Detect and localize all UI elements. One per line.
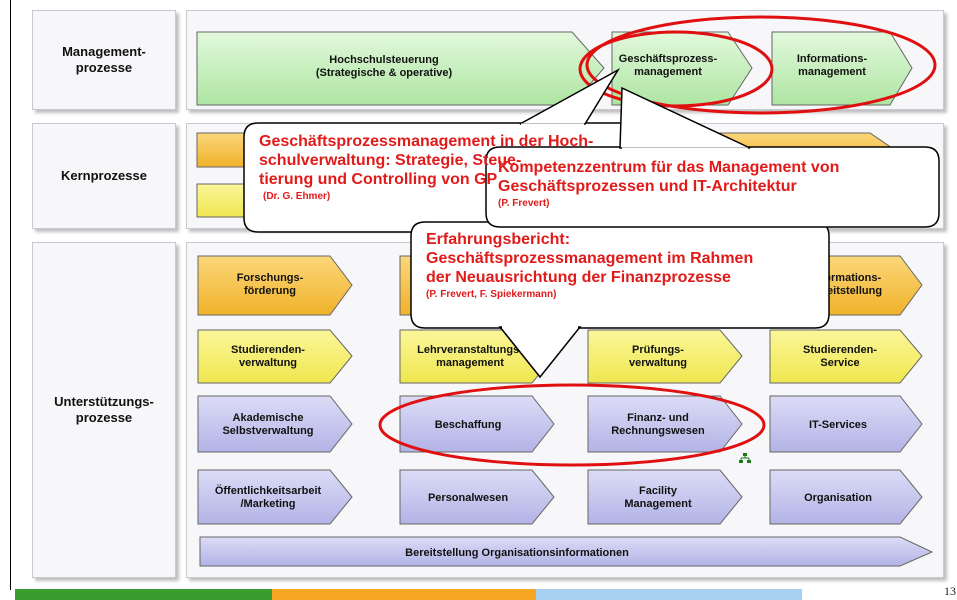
process-studierendenservice: Studierenden- Service: [769, 329, 923, 384]
callout-bericht: Erfahrungsbericht: Geschäftsprozessmanag…: [426, 230, 826, 300]
process-forschungsfoerderung: Forschungs- förderung: [197, 255, 353, 316]
bereitstellung-label: Bereitstellung Organisationsinformatione…: [405, 547, 629, 559]
process-personalwesen: Personalwesen: [399, 469, 555, 525]
callout-frevert: Kompetenzzentrum für das Management von …: [498, 158, 936, 209]
callout-ehmer-text: Geschäftsprozessmanagement in der Hoch- …: [259, 133, 594, 188]
footer-bar-orange: [272, 589, 536, 600]
callout-frevert-shape: [485, 86, 940, 228]
page-number: 13: [944, 584, 956, 598]
process-informationsmanagement: Informations- management: [771, 31, 913, 106]
process-akademische-selbstverwaltung: Akademische Selbstverwaltung: [197, 395, 353, 453]
process-geschaeftsprozessmanagement: Geschäftsprozess- management: [611, 31, 753, 106]
hochschulsteuerung-line2: (Strategische & operative): [316, 67, 453, 79]
im-line2: management: [798, 66, 866, 78]
callout-ehmer: Geschäftsprozessmanagement in der Hoch- …: [259, 132, 689, 202]
studserv-line2: Service: [820, 357, 859, 369]
lehr-line2: management: [436, 357, 504, 369]
network-icon: [739, 453, 751, 463]
studverw-line2: verwaltung: [239, 357, 297, 369]
forschung-line1: Forschungs-: [237, 272, 304, 284]
itservices-label: IT-Services: [809, 419, 867, 431]
section-label-core: Kernprozesse: [32, 123, 176, 229]
process-studierendenverwaltung: Studierenden- verwaltung: [197, 329, 353, 384]
process-hochschulsteuerung: Hochschulsteuerung (Strategische & opera…: [196, 31, 605, 106]
akad-line2: Selbstverwaltung: [222, 425, 313, 437]
process-it-services: IT-Services: [769, 395, 923, 453]
gpm-line1: Geschäftsprozess-: [619, 53, 718, 65]
highlight-ellipse-finance: [378, 383, 766, 467]
oeff-line1: Öffentlichkeitsarbeit: [215, 484, 322, 497]
beschaffung-label: Beschaffung: [435, 419, 502, 431]
callout-ehmer-author: (Dr. G. Ehmer): [263, 191, 331, 202]
process-beschaffung: Beschaffung: [399, 395, 555, 453]
callout-bericht-author: (P. Frevert, F. Spiekermann): [426, 289, 557, 300]
process-pruefungsverwaltung: Prüfungs- verwaltung: [587, 329, 743, 384]
oeff-line2: /Marketing: [240, 498, 295, 510]
akad-line1: Akademische: [233, 412, 304, 424]
footer-bar-blue: [536, 589, 802, 600]
callout-bericht-text: Erfahrungsbericht: Geschäftsprozessmanag…: [426, 231, 754, 286]
callout-frevert-text: Kompetenzzentrum für das Management von …: [498, 159, 840, 195]
facility-line2: Management: [624, 498, 692, 510]
process-oeffentlichkeitsarbeit: Öffentlichkeitsarbeit /Marketing: [197, 469, 353, 525]
personal-label: Personalwesen: [428, 492, 508, 504]
process-finanz-rechnungswesen: Finanz- und Rechnungswesen: [587, 395, 743, 453]
studverw-line1: Studierenden-: [231, 344, 305, 356]
callout-bericht-shape: [410, 221, 830, 379]
gpm-line2: management: [634, 66, 702, 78]
left-border-line: [10, 0, 11, 590]
callout-frevert-author: (P. Frevert): [498, 198, 550, 209]
studserv-line1: Studierenden-: [803, 344, 877, 356]
pruef-line1: Prüfungs-: [632, 344, 684, 356]
process-bereitstellung-organisationsinformationen: Bereitstellung Organisationsinformatione…: [199, 536, 934, 567]
highlight-ellipse-management: [585, 15, 937, 115]
forschung-line2: förderung: [244, 285, 296, 297]
organisation-label: Organisation: [804, 492, 872, 504]
hochschulsteuerung-line1: Hochschulsteuerung: [329, 54, 438, 66]
process-facility-management: Facility Management: [587, 469, 743, 525]
im-line1: Informations-: [797, 53, 868, 65]
process-organisation: Organisation: [769, 469, 923, 525]
finanz-line1: Finanz- und: [627, 412, 689, 424]
section-label-management: Management- prozesse: [32, 10, 176, 110]
footer-bar-green: [15, 589, 272, 600]
pruef-line2: verwaltung: [629, 357, 687, 369]
section-label-support: Unterstützungs- prozesse: [32, 242, 176, 578]
finanz-line2: Rechnungswesen: [611, 425, 705, 437]
facility-line1: Facility: [639, 485, 678, 497]
lehr-line1: Lehrveranstaltungs-: [417, 344, 523, 356]
